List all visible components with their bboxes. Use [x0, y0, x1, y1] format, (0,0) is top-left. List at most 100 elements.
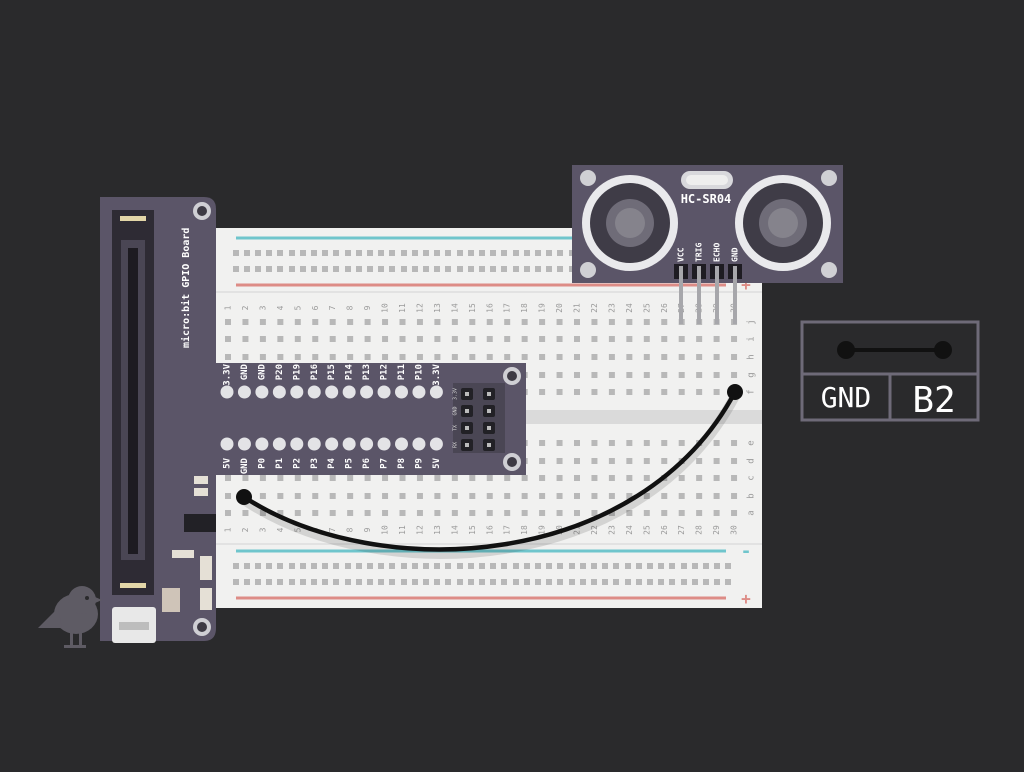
- gpio-pin-bottom: [342, 437, 356, 451]
- column-number: 5: [293, 527, 302, 532]
- gpio-pin-bottom: [220, 437, 234, 451]
- top-pin-label: 3.3V: [223, 363, 233, 385]
- gpio-pin-top: [429, 385, 443, 399]
- row-letter: b: [747, 493, 757, 498]
- sensor-pin-leg: [697, 266, 701, 324]
- breadboard-hole: [661, 354, 668, 360]
- bird-logo-icon: [38, 586, 102, 648]
- breadboard-hole: [696, 493, 703, 499]
- breadboard-hole: [608, 354, 615, 360]
- column-number: 18: [520, 525, 529, 535]
- breadboard-hole: [242, 354, 249, 360]
- rail-hole: [658, 563, 664, 569]
- breadboard-hole: [259, 510, 266, 516]
- rail-hole: [378, 563, 384, 569]
- rail-hole: [289, 266, 295, 272]
- rail-hole: [557, 250, 563, 256]
- rail-hole: [725, 579, 731, 585]
- rail-hole: [535, 579, 541, 585]
- breadboard-hole: [382, 493, 389, 499]
- rail-hole: [401, 563, 407, 569]
- breadboard-hole: [626, 475, 633, 481]
- rail-hole: [468, 563, 474, 569]
- rail-hole: [434, 563, 440, 569]
- row-letter: i: [747, 336, 757, 341]
- column-number: 24: [625, 303, 634, 313]
- breadboard-hole: [225, 336, 231, 342]
- column-number: 21: [573, 303, 582, 313]
- breadboard-hole: [382, 510, 389, 516]
- breadboard-divider-bottom: [214, 543, 762, 545]
- breadboard-hole: [329, 475, 336, 481]
- rail-hole: [378, 579, 384, 585]
- column-number: 21: [573, 525, 582, 535]
- rail-hole: [378, 250, 384, 256]
- rail-hole: [580, 579, 586, 585]
- breadboard-hole: [591, 493, 598, 499]
- sensor-name: HC-SR04: [681, 192, 732, 206]
- rail-hole: [266, 563, 272, 569]
- breadboard-hole: [556, 475, 563, 481]
- bottom-pin-label: P1: [275, 458, 285, 469]
- rail-hole: [300, 266, 306, 272]
- breadboard-hole: [626, 389, 633, 395]
- breadboard-hole: [294, 354, 301, 360]
- rail-hole: [233, 250, 239, 256]
- top-pin-label: GND: [240, 363, 250, 380]
- breadboard-hole: [277, 354, 284, 360]
- gpio-pin-top: [342, 385, 356, 399]
- rail-hole: [356, 563, 362, 569]
- header-pin-label: TX: [453, 425, 459, 431]
- rail-hole: [468, 579, 474, 585]
- breadboard-hole: [678, 493, 685, 499]
- rail-hole: [591, 579, 597, 585]
- breadboard-hole: [451, 510, 458, 516]
- breadboard-hole: [259, 354, 266, 360]
- column-number: 5: [293, 305, 302, 310]
- breadboard-hole: [643, 336, 650, 342]
- breadboard-hole: [416, 354, 423, 360]
- column-number: 26: [660, 303, 669, 313]
- rail-hole: [311, 579, 317, 585]
- column-number: 15: [468, 525, 477, 535]
- bottom-pin-label: P0: [257, 458, 267, 469]
- connection-legend: GND B2: [800, 320, 980, 422]
- rail-hole: [636, 579, 642, 585]
- breadboard-hole: [521, 493, 528, 499]
- rail-hole: [479, 579, 485, 585]
- breadboard-hole: [259, 336, 266, 342]
- breadboard-hole: [486, 336, 493, 342]
- rail-hole: [613, 579, 619, 585]
- column-number: 13: [433, 303, 442, 313]
- rail-hole: [647, 563, 653, 569]
- rail-hole: [513, 266, 519, 272]
- rail-hole: [401, 266, 407, 272]
- rail-hole: [535, 250, 541, 256]
- breadboard-hole: [521, 336, 528, 342]
- column-number: 24: [625, 525, 634, 535]
- breadboard-hole: [678, 440, 685, 446]
- rail-hole: [401, 579, 407, 585]
- breadboard-hole: [347, 354, 354, 360]
- rail-hole: [580, 563, 586, 569]
- sensor-hole-bl: [580, 262, 596, 278]
- bottom-pin-label: P8: [397, 458, 407, 469]
- breadboard-hole: [643, 458, 650, 464]
- top-pin-label: 3.3V: [432, 363, 442, 385]
- breadboard-hole: [225, 354, 231, 360]
- sensor-pin-leg: [715, 266, 719, 324]
- rail-hole: [535, 266, 541, 272]
- rail-hole: [434, 579, 440, 585]
- rail-hole: [389, 266, 395, 272]
- breadboard-hole: [469, 493, 476, 499]
- voltage-regulator: [184, 514, 216, 532]
- resistor-1: [172, 550, 194, 558]
- breadboard-hole: [347, 336, 354, 342]
- breadboard-hole: [556, 440, 563, 446]
- top-pin-label: P15: [327, 364, 337, 380]
- gpio-pin-top: [290, 385, 304, 399]
- breadboard-hole: [259, 319, 266, 325]
- legend-wire-end-left: [837, 341, 855, 359]
